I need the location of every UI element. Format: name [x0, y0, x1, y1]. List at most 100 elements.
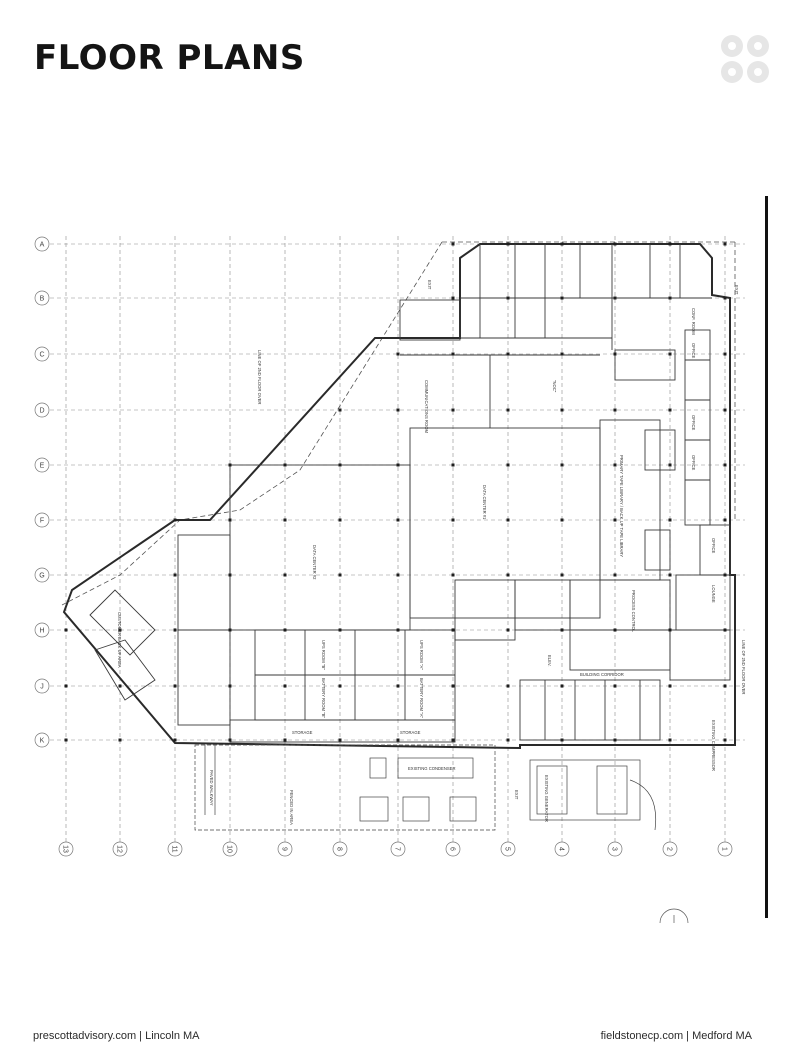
structural-column: [228, 518, 232, 522]
grid-bubble-col: [222, 841, 238, 857]
structural-column: [338, 628, 342, 632]
grid-bubble-col: [390, 841, 406, 857]
structural-column: [228, 573, 232, 577]
structural-column: [396, 408, 400, 412]
structural-column: [506, 738, 510, 742]
room-label: STORAGE: [292, 730, 313, 735]
grid-bubble-col: [277, 841, 293, 857]
structural-column: [668, 463, 672, 467]
grid-bubble-row: [34, 290, 50, 306]
structural-column: [723, 628, 727, 632]
structural-column: [668, 518, 672, 522]
room-label: OFFICE: [691, 415, 696, 431]
grid-bubble-row: [34, 457, 50, 473]
structural-column: [613, 463, 617, 467]
structural-column: [396, 628, 400, 632]
structural-column: [613, 518, 617, 522]
grid-bubble-row: [34, 402, 50, 418]
grid-label-row: A: [40, 242, 45, 249]
structural-column: [338, 408, 342, 412]
structural-column: [451, 352, 455, 356]
structural-column: [560, 242, 564, 246]
grid-label-col: 8: [336, 847, 343, 851]
structural-column: [560, 738, 564, 742]
room-label: CONF. ROOM: [691, 308, 696, 335]
structural-column: [228, 684, 232, 688]
room-label: FENCED IN AREA: [289, 790, 294, 825]
structural-column: [451, 296, 455, 300]
structural-column: [173, 684, 177, 688]
grid-bubble-col: [607, 841, 623, 857]
grid-bubble-col: [58, 841, 74, 857]
grid-label-col: 4: [558, 847, 565, 851]
room-label: OFFICE: [711, 538, 716, 554]
grid-bubble-col: [662, 841, 678, 857]
room-label: BUILDING CORRIDOR: [580, 672, 624, 677]
page-edge-rule: [765, 196, 768, 918]
grid-bubble-row: [34, 732, 50, 748]
structural-column: [451, 242, 455, 246]
structural-column: [283, 573, 287, 577]
structural-column: [173, 518, 177, 522]
structural-column: [723, 352, 727, 356]
room-label: OFFICE: [691, 343, 696, 359]
structural-column: [506, 296, 510, 300]
room-label: ELEV.: [547, 655, 552, 667]
structural-column: [560, 296, 564, 300]
structural-column: [118, 628, 122, 632]
grid-label-col: 11: [171, 845, 178, 852]
structural-column: [613, 408, 617, 412]
room-label: PRIMARY TAPE LIBRARY / BACK UP TAPE LIBR…: [619, 455, 624, 557]
room-label: LOUNGE: [711, 585, 716, 603]
structural-column: [668, 684, 672, 688]
grid-bubble-row: [34, 512, 50, 528]
structural-column: [613, 573, 617, 577]
plan-note: EXIT: [427, 280, 432, 290]
structural-column: [560, 573, 564, 577]
grid-bubble-row: [34, 622, 50, 638]
grid-bubble-col: [500, 841, 516, 857]
grid-label-col: 5: [504, 847, 511, 851]
structural-column: [560, 684, 564, 688]
structural-column: [228, 628, 232, 632]
room-label: EXISTING COMPRESSOR: [711, 720, 716, 771]
grid-label-col: 12: [116, 845, 123, 853]
structural-column: [451, 738, 455, 742]
structural-column: [560, 352, 564, 356]
structural-column: [613, 684, 617, 688]
grid-bubble-row: [34, 346, 50, 362]
grid-label-row: G: [39, 573, 44, 580]
structural-column: [613, 628, 617, 632]
structural-column: [723, 242, 727, 246]
structural-column: [118, 684, 122, 688]
grid-label-row: D: [39, 408, 44, 415]
structural-column: [506, 352, 510, 356]
grid-bubble-col: [112, 841, 128, 857]
room-label: EXISTING GENERATOR: [544, 775, 549, 822]
grid-label-col: 13: [62, 845, 69, 853]
structural-column: [613, 352, 617, 356]
structural-column: [668, 573, 672, 577]
structural-column: [64, 684, 68, 688]
grid-bubble-col: [445, 841, 461, 857]
grid-label-col: 6: [449, 847, 456, 851]
structural-column: [228, 463, 232, 467]
footer-left-text: prescottadvisory.com | Lincoln MA: [33, 1030, 200, 1042]
page-title: FLOOR PLANS: [34, 38, 305, 78]
structural-column: [451, 684, 455, 688]
structural-column: [64, 628, 68, 632]
structural-column: [338, 518, 342, 522]
structural-column: [723, 463, 727, 467]
structural-column: [338, 573, 342, 577]
structural-column: [560, 628, 564, 632]
structural-column: [506, 242, 510, 246]
structural-column: [283, 684, 287, 688]
structural-column: [451, 573, 455, 577]
structural-column: [451, 408, 455, 412]
structural-column: [451, 463, 455, 467]
grid-label-col: 1: [721, 847, 728, 851]
grid-bubble-row: [34, 678, 50, 694]
structural-column: [668, 738, 672, 742]
structural-column: [723, 518, 727, 522]
structural-column: [283, 738, 287, 742]
